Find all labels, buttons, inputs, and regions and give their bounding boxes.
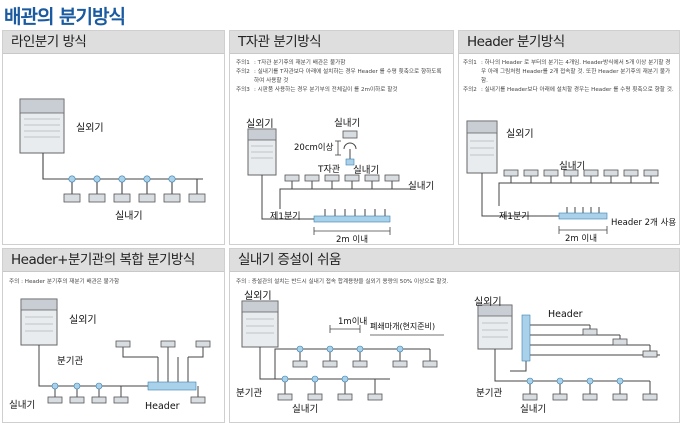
panel-title: Header 분기방식 [459,31,679,54]
first-branch-label: 제1분기 [270,212,301,222]
left-outdoor-unit-label: 실외기 [244,291,272,302]
note-2: 주의2: 실내기를 Header보다 아래에 설치할 경우는 Header 를 … [463,87,674,93]
distance-label: 2m 이내 [565,234,598,244]
indoor-mid-label: 실내기 [353,165,380,176]
indoor-units [284,130,400,182]
within-arrow [329,325,444,336]
branch-joints [51,381,197,391]
distance-arrow [558,226,608,234]
indoor-right-label: 실내기 [408,181,435,192]
line-branch-diagram [19,98,206,203]
note-2: 주의2: 실내기를 T자관보다 아래에 설치하는 경우 Header 를 수평 … [236,69,442,84]
right-outdoor-unit-label: 실외기 [474,297,502,308]
notes: 주의1: 하나의 Header 로 부터의 분기는 4개임. Header방식에… [463,59,675,95]
header-fitting [558,212,608,220]
header-diagram [466,120,659,234]
tjoint-diagram [247,128,410,235]
tjoint-fitting [313,158,391,223]
right-indoor-units [522,328,658,401]
panel-title: 라인분기 방식 [3,31,224,54]
indoor-unit-label: 실내기 [9,400,36,411]
notes: 주의1: T자관 분기후의 재분기 배관은 불가함 주의2: 실내기를 T자관보… [236,59,448,95]
panel-combo-branch: Header+분기관의 복합 분기방식 주의 : Header 분기후의 재분기… [2,248,225,423]
panel-title: 실내기 증설이 쉬움 [230,249,679,272]
cap-label: 폐쇄마개(현지준비) [370,322,436,331]
left-indoor-unit-label: 실내기 [292,404,319,415]
indoor-top-label: 실내기 [334,118,361,129]
tjoint-label: T자관 [318,165,341,175]
pipe-line [42,153,203,194]
outdoor-unit-label: 실외기 [76,123,104,134]
combo-diagram [20,298,211,404]
distance-arrow [313,227,391,235]
distance-label: 2m 이내 [336,235,369,245]
header-label: Header [145,401,180,412]
height-arrow [335,140,341,156]
indoor-units [63,193,206,203]
outdoor-unit [466,120,498,174]
left-branch-label: 분기관 [236,388,263,399]
right-indoor-unit-label: 실내기 [520,404,547,415]
indoor-unit-label: 실내기 [115,211,143,222]
right-branch-label: 분기관 [476,388,503,399]
pipe-line [38,345,204,397]
note-1: 주의1: T자관 분기후의 재분기 배관은 불가함 [236,60,346,66]
addition-diagram [241,300,660,401]
panel-title: Header+분기관의 복합 분기방식 [3,249,224,272]
within-label: 1m이내 [338,317,368,327]
outdoor-unit-label: 실외기 [69,315,97,326]
header-count-label: Header 2개 사용 [611,218,677,228]
note: 주의 : Header 분기후의 재분기 배관은 불가함 [9,279,120,285]
right-outdoor-unit [477,304,513,350]
outdoor-unit-label: 실외기 [246,119,274,130]
page-title: 배관의 분기방식 [4,6,126,28]
left-pipe-line [259,347,431,394]
panel-line-branch: 라인분기 방식 실외기 실내기 [2,30,225,245]
left-branch-joints [281,345,404,383]
note-3: 주의3: 시판품 사용하는 경우 분기부의 전체길이 를 2m이하로 할것 [236,87,398,93]
note-1: 주의1: 하나의 Header 로 부터의 분기는 4개임. Header방식에… [463,60,671,84]
indoor-unit-label: 실내기 [559,161,586,172]
panel-header-branch: Header 분기방식 주의1: 하나의 Header 로 부터의 분기는 4개… [458,30,680,245]
branch-label: 분기관 [57,356,84,367]
left-indoor-units [277,360,438,401]
outdoor-unit [247,128,277,176]
panel-title: T자관 분기방식 [230,31,453,54]
first-branch-label: 제1분기 [499,212,530,222]
outdoor-unit [20,298,58,346]
note: 주의 : 증설관의 설치는 반드시 실내기 접속 합계용량을 실외기 용량의 5… [236,279,449,285]
right-header-label: Header [548,309,583,320]
indoor-units [503,169,659,177]
outdoor-unit-label: 실외기 [506,129,534,140]
panel-indoor-addition: 실내기 증설이 쉬움 주의 : 증설관의 설치는 반드시 실내기 접속 합계용량… [229,248,680,423]
outdoor-unit [19,98,65,154]
left-outdoor-unit [241,300,279,348]
right-header-fitting [521,314,624,385]
height-label: 20cm이상 [294,143,334,153]
indoor-units [47,340,211,404]
right-pipe-line [494,317,660,394]
branch-joints [68,175,176,183]
panel-tjoint-branch: T자관 분기방식 주의1: T자관 분기후의 재분기 배관은 불가함 주의2: … [229,30,454,245]
